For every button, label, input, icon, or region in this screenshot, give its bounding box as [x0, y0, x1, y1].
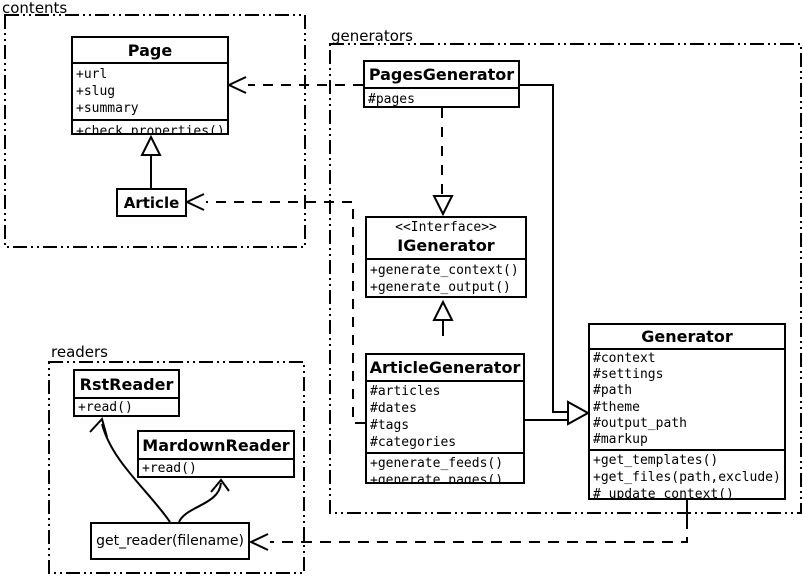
generator-method: #_update_context() — [593, 487, 734, 500]
igenerator-stereotype: <<Interface>> — [395, 220, 497, 235]
class-page-methods: +check_properties() — [73, 121, 227, 135]
package-label-readers: readers — [51, 343, 108, 361]
class-pagesgenerator: PagesGenerator #pages — [363, 60, 520, 108]
generator-attribute: #theme — [593, 399, 640, 415]
class-pagesgenerator-title: PagesGenerator — [365, 62, 518, 89]
articlegenerator-method: +generate_pages() — [370, 473, 504, 484]
articlegenerator-attribute: #tags — [370, 418, 410, 433]
page-attribute: +summary — [76, 101, 139, 116]
package-border-readers — [48, 361, 305, 574]
class-igenerator-methods: +generate_context() +generate_output() — [367, 260, 525, 296]
generator-attribute: #path — [593, 383, 633, 399]
class-articlegenerator: ArticleGenerator #articles #dates #tags … — [365, 353, 525, 484]
class-mardownreader: MardownReader +read() — [137, 430, 295, 478]
package-label-contents: contents — [2, 0, 68, 17]
realization-pagesgenerator-to-igenerator — [432, 108, 454, 217]
igenerator-method: +generate_output() — [370, 280, 511, 295]
articlegenerator-attribute: #dates — [370, 401, 417, 416]
class-articlegenerator-methods: +generate_feeds() +generate_pages() — [367, 454, 523, 484]
package-border-generators — [329, 43, 802, 514]
pagesgenerator-attribute: #pages — [368, 92, 415, 107]
page-method: +check_properties() — [76, 124, 225, 135]
page-attribute: +url — [76, 67, 108, 82]
class-article: Article — [116, 188, 187, 217]
rstreader-method: +read() — [78, 400, 133, 415]
class-mardownreader-methods: +read() — [139, 460, 293, 476]
generator-method: +get_files(path,exclude) — [593, 470, 781, 486]
class-igenerator-header: <<Interface>> IGenerator — [367, 218, 525, 260]
arrow-getreader-to-mardownreader — [178, 478, 230, 523]
dependency-pagesgenerator-to-page — [226, 76, 363, 94]
class-rstreader: RstReader +read() — [73, 369, 180, 417]
get-reader-label: get_reader(filename) — [96, 533, 244, 549]
package-border-contents — [4, 14, 306, 248]
class-rstreader-methods: +read() — [75, 399, 178, 415]
class-page-title: Page — [73, 38, 227, 64]
class-rstreader-title: RstReader — [75, 371, 178, 399]
function-get-reader: get_reader(filename) — [90, 522, 250, 560]
dependency-articlegenerator-to-article — [184, 193, 365, 424]
articlegenerator-method: +generate_feeds() — [370, 456, 504, 471]
class-igenerator: <<Interface>> IGenerator +generate_conte… — [365, 216, 527, 298]
class-article-title: Article — [123, 193, 180, 212]
class-articlegenerator-title: ArticleGenerator — [367, 355, 523, 382]
arrow-getreader-to-rstreader — [89, 417, 171, 523]
generator-attribute: #context — [593, 351, 656, 366]
class-page-attributes: +url +slug +summary — [73, 64, 227, 121]
class-generator-attributes: #context #settings #path #theme #output_… — [590, 350, 784, 452]
package-label-generators: generators — [331, 27, 413, 45]
class-generator-methods: +get_templates() +get_files(path,exclude… — [590, 451, 784, 500]
generator-attribute: #markup — [593, 432, 648, 448]
mardownreader-method: +read() — [142, 461, 197, 476]
class-pagesgenerator-attributes: #pages — [365, 89, 518, 107]
inheritance-pagesgenerator-to-generator — [520, 84, 569, 413]
igenerator-method: +generate_context() — [370, 263, 519, 278]
class-igenerator-title: IGenerator — [397, 236, 495, 255]
class-generator: Generator #context #settings #path #them… — [588, 323, 786, 500]
class-page: Page +url +slug +summary +check_properti… — [71, 36, 229, 135]
generator-method: +get_templates() — [593, 453, 719, 469]
generator-attribute: #settings — [593, 367, 664, 383]
inheritance-article-to-page — [140, 134, 162, 188]
generator-attribute: #output_path — [593, 415, 687, 431]
articlegenerator-attribute: #categories — [370, 435, 457, 450]
class-articlegenerator-attributes: #articles #dates #tags #categories — [367, 382, 523, 454]
dependency-generator-to-getreader — [248, 500, 688, 551]
articlegenerator-attribute: #articles — [370, 384, 441, 399]
inheritance-articlegenerator-to-generator — [525, 400, 591, 426]
realization-articlegenerator-to-igenerator — [432, 299, 454, 352]
class-mardownreader-title: MardownReader — [139, 432, 293, 460]
page-attribute: +slug — [76, 84, 116, 99]
class-generator-title: Generator — [590, 325, 784, 350]
